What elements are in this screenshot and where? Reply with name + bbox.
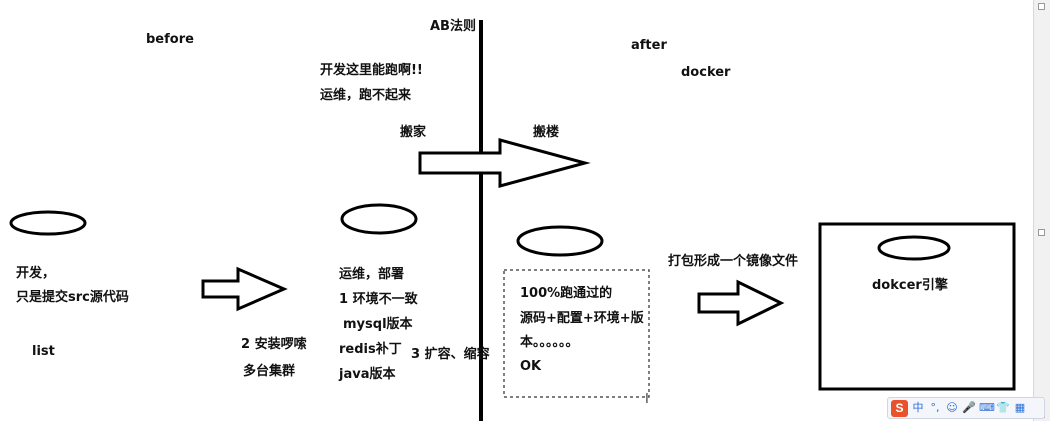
scroll-thumb-icon[interactable] <box>1038 229 1045 236</box>
ime-skin-icon[interactable]: 👕 <box>996 401 1010 414</box>
list-label: list <box>32 344 55 359</box>
after-label: after <box>631 38 667 53</box>
dev-runs-here: 开发这里能跑啊!! <box>320 63 423 78</box>
move-house-label: 搬家 <box>400 125 427 140</box>
docker-label: docker <box>681 65 731 80</box>
ab-rule-label: AB法则 <box>430 19 476 34</box>
ime-punctuation-icon[interactable]: °, <box>930 401 940 414</box>
pack-arrow <box>697 279 785 327</box>
ime-keyboard-icon[interactable]: ⌨ <box>979 401 995 414</box>
pass-line-1: 100%跑通过的 <box>520 286 613 301</box>
ime-toolbar[interactable]: S 中 °, ☺ 🎤 ⌨ 👕 ▦ <box>887 397 1045 419</box>
sogou-logo-icon[interactable]: S <box>891 399 908 417</box>
docker-engine-label: dokcer引擎 <box>872 278 948 293</box>
install-verbose: 2 安装啰嗦 <box>241 337 307 352</box>
text-cursor-icon: I <box>645 392 649 407</box>
env-inconsistent: 1 环境不一致 <box>339 292 418 307</box>
dev-ellipse <box>9 210 87 236</box>
ime-language-toggle[interactable]: 中 <box>912 401 924 414</box>
ime-emoji-icon[interactable]: ☺ <box>946 401 958 414</box>
dev-to-ops-arrow <box>201 266 288 312</box>
dev-line-2: 只是提交src源代码 <box>16 290 129 305</box>
engine-ellipse <box>877 235 951 261</box>
vertical-scrollbar[interactable] <box>1033 0 1050 421</box>
move-arrow <box>418 138 591 188</box>
before-label: before <box>146 32 194 47</box>
ime-voice-icon[interactable]: 🎤 <box>962 401 976 414</box>
after-ellipse <box>516 225 604 257</box>
ime-tools-icon[interactable]: ▦ <box>1014 401 1026 414</box>
java-version: java版本 <box>339 367 396 382</box>
ops-cannot-run: 运维，跑不起来 <box>320 88 412 103</box>
move-building-label: 搬楼 <box>533 125 560 140</box>
ops-ellipse <box>340 203 418 235</box>
pass-line-3: 本。。。。。。 <box>520 335 579 350</box>
scale-label: 3 扩容、缩容 <box>411 347 490 362</box>
pass-ok: OK <box>520 359 542 374</box>
scroll-up-icon[interactable] <box>1038 3 1045 10</box>
pass-dashed-box <box>503 269 650 398</box>
pack-image-label: 打包形成一个镜像文件 <box>668 254 799 269</box>
redis-patch: redis补丁 <box>339 342 402 357</box>
dev-line-1: 开发， <box>16 266 56 281</box>
pass-line-2: 源码+配置+环境+版 <box>520 311 644 326</box>
ops-deploy: 运维，部署 <box>339 267 405 282</box>
mysql-version: mysql版本 <box>343 317 413 332</box>
multi-cluster: 多台集群 <box>243 364 296 379</box>
